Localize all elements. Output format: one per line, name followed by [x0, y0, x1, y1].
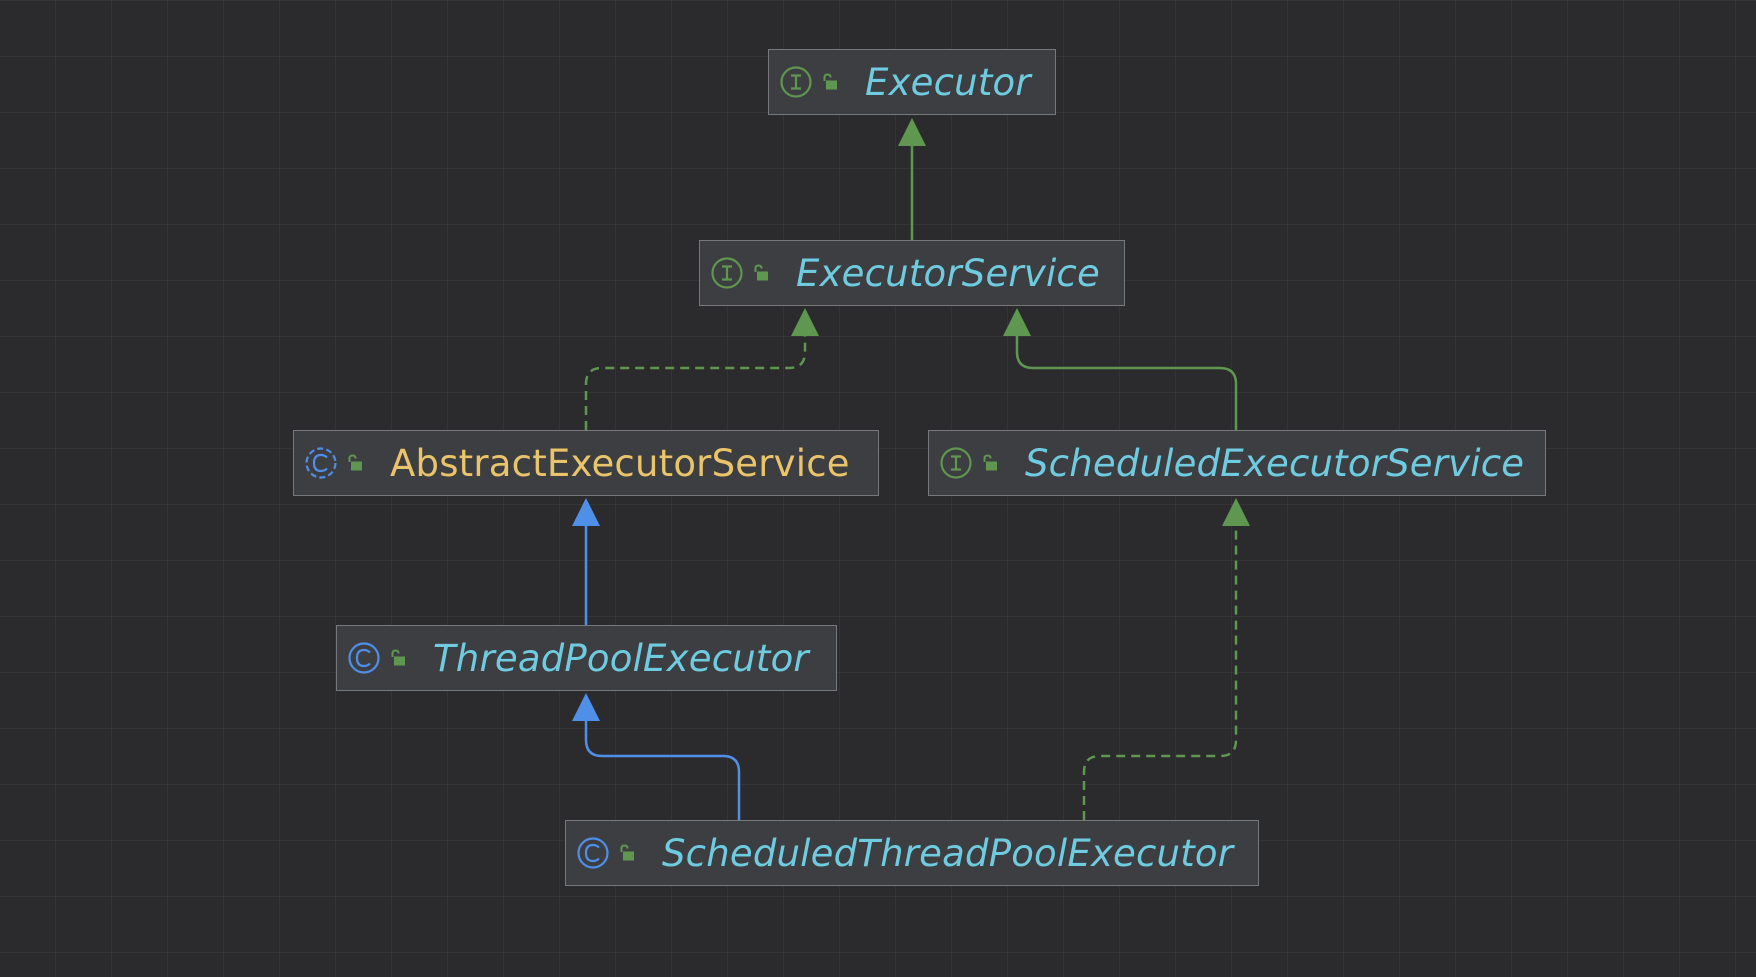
- node-executor[interactable]: Executor: [768, 49, 1056, 115]
- node-label-threadpoolexecutor: ThreadPoolExecutor: [433, 636, 809, 680]
- public-lock-icon: [391, 649, 405, 666]
- node-label-executorservice: ExecutorService: [796, 251, 1100, 295]
- node-label-abstractexecutorservice: AbstractExecutorService: [390, 441, 850, 485]
- edge-scheduledthreadpoolexecutor-to-threadpoolexecutor: [584, 720, 741, 820]
- arrowhead-threadpoolexecutor: [572, 693, 600, 721]
- abstract-class-icon: [305, 447, 337, 479]
- arrowhead-abstractexecutorservice: [572, 498, 600, 526]
- public-lock-icon: [754, 264, 768, 281]
- node-abstractexecutorservice[interactable]: AbstractExecutorService: [293, 430, 879, 496]
- node-threadpoolexecutor[interactable]: ThreadPoolExecutor: [336, 625, 837, 691]
- arrowhead-executorservice-right: [1003, 308, 1031, 336]
- node-label-executor: Executor: [865, 60, 1031, 104]
- public-lock-icon: [620, 844, 634, 861]
- class-icon: [577, 837, 609, 869]
- edge-abstractexecutorservice-to-executorservice: [584, 334, 807, 430]
- edge-scheduledthreadpoolexecutor-to-scheduledexecutorservice: [1082, 524, 1238, 820]
- arrowhead-scheduledexecutorservice: [1222, 498, 1250, 526]
- arrowhead-executor: [898, 118, 926, 146]
- node-label-scheduledexecutorservice: ScheduledExecutorService: [1025, 441, 1525, 485]
- node-executorservice[interactable]: ExecutorService: [699, 240, 1125, 306]
- public-lock-icon: [348, 454, 362, 471]
- edge-scheduledexecutorservice-to-executorservice: [1015, 334, 1238, 430]
- class-icon: [348, 642, 380, 674]
- interface-icon: [711, 257, 743, 289]
- interface-icon: [780, 66, 812, 98]
- node-scheduledexecutorservice[interactable]: ScheduledExecutorService: [928, 430, 1546, 496]
- node-label-scheduledthreadpoolexecutor: ScheduledThreadPoolExecutor: [662, 831, 1234, 875]
- public-lock-icon: [823, 73, 837, 90]
- arrowhead-executorservice-left: [791, 308, 819, 336]
- public-lock-icon: [983, 454, 997, 471]
- interface-icon: [940, 447, 972, 479]
- node-scheduledthreadpoolexecutor[interactable]: ScheduledThreadPoolExecutor: [565, 820, 1259, 886]
